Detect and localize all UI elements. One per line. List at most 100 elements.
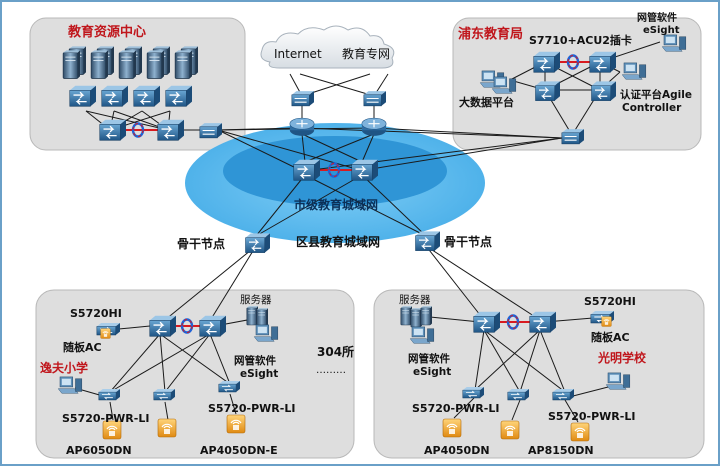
link-city-bb-right-2 xyxy=(361,174,427,237)
label-pudong-bureau: 浦东教育局 xyxy=(458,26,523,42)
server-icon-rc-back-3 xyxy=(146,50,164,80)
label-pwr-left-1: S5720-PWR-LI xyxy=(62,412,149,425)
core-switch-icon-city-2 xyxy=(351,158,378,182)
label-school-left: 逸夫小学 xyxy=(40,360,88,375)
core-switch-icon-pd-2 xyxy=(589,50,616,74)
pc-icon-nms-left xyxy=(253,324,279,342)
pc-icon-bigdata-2 xyxy=(491,76,517,94)
link-rt-core-4 xyxy=(304,133,375,163)
access-switch-icon-rs-2 xyxy=(507,388,529,401)
label-pwr-right-1: S5720-PWR-LI xyxy=(412,402,499,415)
server-icon-rs-2 xyxy=(410,308,422,328)
access-switch-icon-ls-1 xyxy=(98,388,120,401)
router-icon-2 xyxy=(361,117,387,137)
link-pd-r1 xyxy=(301,127,563,139)
label-pwr-right-2: S5720-PWR-LI xyxy=(548,410,635,423)
link-rs-ap1 xyxy=(453,397,475,419)
access-switch-icon-ls-3 xyxy=(218,380,240,393)
label-schools-count: 304所 xyxy=(317,344,354,359)
router-icon-1 xyxy=(289,117,315,137)
label-nms-left-2: eSight xyxy=(240,368,278,380)
link-rs-acc-b-0 xyxy=(474,329,541,391)
label-server-left: 服务器 xyxy=(240,293,272,306)
core-switch-icon-rc-2 xyxy=(157,118,184,142)
core-switch-icon-rc-dist-0 xyxy=(69,84,96,108)
link-ls-acc-a-1 xyxy=(159,333,166,393)
firewall-icon-inet-2 xyxy=(363,90,386,107)
link-rt-core-3 xyxy=(301,133,363,163)
link-rs-acc-a-2 xyxy=(483,329,566,393)
label-esight-top: eSight xyxy=(643,25,680,36)
server-icon-ls-2 xyxy=(256,308,268,328)
link-ls-acc-a-2 xyxy=(159,333,231,385)
server-icon-ls-1 xyxy=(246,306,258,326)
server-icon-rc-back-2 xyxy=(118,50,136,80)
label-ap-left-1: AP6050DN xyxy=(66,444,132,457)
label-backbone-right: 骨干节点 xyxy=(444,234,492,249)
label-s5720hi-left: S5720HI xyxy=(70,307,122,320)
label-backbone-left: 骨干节点 xyxy=(177,236,225,251)
label-auth-1: 认证平台Agile xyxy=(620,88,692,101)
server-icon-rc-back-4 xyxy=(174,50,192,80)
core-switch-icon-rc-dist-2 xyxy=(133,84,160,108)
label-s7710: S7710+ACU2插卡 xyxy=(529,33,632,47)
core-switch-icon-rc-dist-1 xyxy=(101,84,128,108)
ac-icon-right xyxy=(601,316,612,327)
link-rs-acc-a-1 xyxy=(483,329,521,393)
label-nms-right-2: eSight xyxy=(413,366,451,378)
link-ls-ap3 xyxy=(229,393,237,415)
pc-icon-school-left xyxy=(57,376,83,394)
core-switch-icon-pd-1 xyxy=(533,50,560,74)
ap-icon-rs-1 xyxy=(442,418,462,438)
label-school-right: 光明学校 xyxy=(597,350,647,365)
server-icon-rs-1 xyxy=(400,306,412,326)
switch-icon-pd-4 xyxy=(590,80,616,102)
label-ac-left: 随板AC xyxy=(63,340,102,354)
label-server-right: 服务器 xyxy=(399,293,431,306)
label-ap-right-2: AP8150DN xyxy=(528,444,594,457)
firewall-icon-inet-1 xyxy=(291,90,314,107)
firewall-icon-rc xyxy=(199,122,222,139)
pc-icon-school-right xyxy=(605,372,631,390)
link-rs-acc-a-0 xyxy=(474,329,485,391)
link-city-bb-left-1 xyxy=(255,174,306,237)
ap-icon-rs-2 xyxy=(500,420,520,440)
label-s5720hi-right: S5720HI xyxy=(584,295,636,308)
region-pudong-bureau xyxy=(452,17,702,151)
link-bb-school-right-1 xyxy=(425,245,485,321)
link-rs-ap3 xyxy=(564,399,579,423)
ap-icon-ls-2 xyxy=(157,418,177,438)
link-pd-city-1 xyxy=(364,137,563,171)
core-switch-icon-rs-2 xyxy=(529,310,556,334)
access-switch-icon-rs-3 xyxy=(552,388,574,401)
link-ls-acc-b-0 xyxy=(109,333,211,393)
ap-icon-rs-3 xyxy=(570,422,590,442)
server-icon-rc-back-1 xyxy=(90,50,108,80)
link-city-bb-right-1 xyxy=(304,174,427,237)
core-switch-icon-city-1 xyxy=(293,158,320,182)
label-auth-2: Controller xyxy=(622,102,682,114)
link-rs-ap2 xyxy=(511,399,521,421)
label-pwr-left-2: S5720-PWR-LI xyxy=(208,402,295,415)
core-switch-icon-rc-1 xyxy=(99,118,126,142)
core-switch-icon-ls-1 xyxy=(149,314,176,338)
label-nms-left-1: 网管软件 xyxy=(234,354,276,367)
label-ap-left-2: AP4050DN-E xyxy=(200,444,278,457)
link-ls-acc-b-2 xyxy=(209,333,231,385)
ap-icon-ls-3 xyxy=(226,414,246,434)
internet-cloud xyxy=(260,25,395,69)
core-switch-icon-rs-1 xyxy=(473,310,500,334)
link-rs-acc-b-1 xyxy=(519,329,541,393)
link-ls-acc-a-0 xyxy=(109,333,161,393)
link-bb-school-right-2 xyxy=(425,245,541,321)
link-ls-ap1 xyxy=(109,401,114,421)
link-ls-acc-b-1 xyxy=(164,333,211,393)
label-edu-private-net: 教育专网 xyxy=(342,46,390,61)
pc-icon-nms-top xyxy=(661,34,687,52)
label-edu-resource-center: 教育资源中心 xyxy=(67,24,146,40)
link-rc-city-1 xyxy=(217,129,301,171)
firewall-icon-pd xyxy=(561,128,584,145)
link-rs-pc xyxy=(572,385,613,397)
link-rs-acc-b-2 xyxy=(539,329,566,393)
